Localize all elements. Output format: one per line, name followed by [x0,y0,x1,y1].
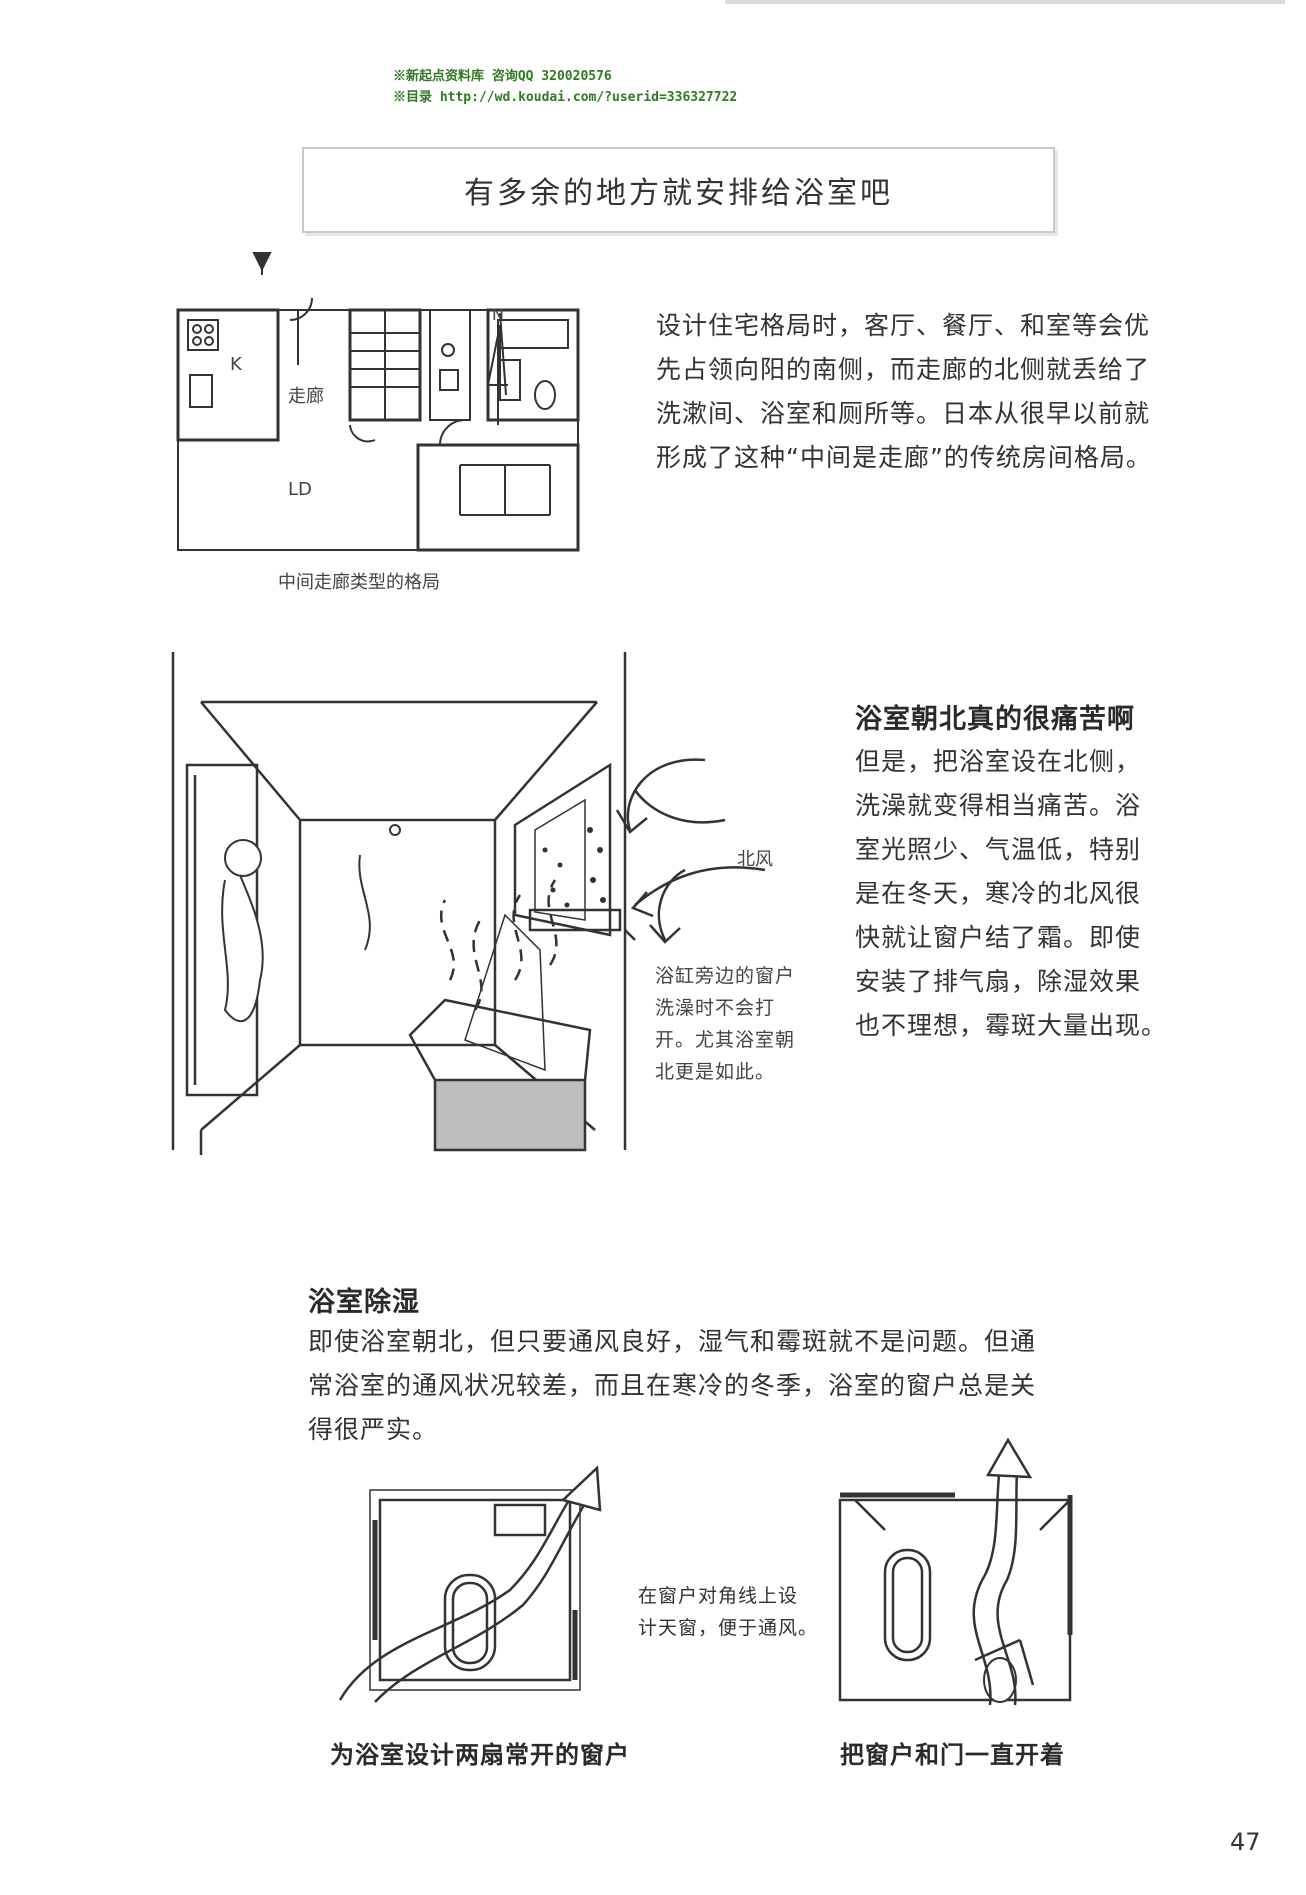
intro-line: 洗漱间、浴室和厕所等。日本从很早以前就 [656,399,1151,428]
skylight-note: 在窗户对角线上设 计天窗，便于通风。 [638,1580,818,1644]
north-body-line: 室光照少、气温低，特别 [855,835,1142,864]
dehumid-body-line: 得很严实。 [308,1415,439,1444]
intro-line: 形成了这种“中间是走廊”的传统房间格局。 [656,443,1152,472]
dehumid-body-line: 即使浴室朝北，但只要通风良好，湿气和霉斑就不是问题。但通 [308,1327,1037,1356]
north-body-line: 也不理想，霉斑大量出现。 [855,1011,1168,1040]
tub-window-note-line: 北更是如此。 [655,1061,776,1083]
floorplan-ld-label: LD [288,479,312,500]
north-body-line: 快就让窗户结了霜。即使 [855,923,1142,952]
intro-paragraph: 设计住宅格局时，客厅、餐厅、和室等会优 先占领向阳的南侧，而走廊的北侧就丢给了 … [656,304,1152,480]
window-door-open-diagram [838,1437,1073,1706]
floorplan-k-label: K [230,354,243,375]
window-door-caption: 把窗户和门一直开着 [840,1741,1065,1769]
dehumid-heading: 浴室除湿 [308,1287,420,1318]
floorplan-diagram: K 走廊 LD N [176,252,580,552]
floorplan-corridor-label: 走廊 [288,386,324,407]
tub-window-note: 浴缸旁边的窗户 洗澡时不会打 开。尤其浴室朝 北更是如此。 [655,960,795,1088]
page-title: 有多余的地方就安排给浴室吧 [302,147,1055,233]
page-number: 47 [1230,1828,1261,1856]
skylight-note-line: 计天窗，便于通风。 [638,1617,819,1639]
header-line-2: ※目录 http://wd.koudai.com/?userid=3363277… [393,90,738,105]
intro-line: 设计住宅格局时，客厅、餐厅、和室等会优 [656,311,1151,340]
north-section-heading: 浴室朝北真的很痛苦啊 [855,704,1135,735]
north-body-line: 但是，把浴室设在北侧， [855,747,1142,776]
intro-line: 先占领向阳的南侧，而走廊的北侧就丢给了 [656,355,1151,384]
north-bathroom-illustration: 北风 [171,652,773,1155]
dehumid-body-line: 常浴室的通风状况较差，而且在寒冷的冬季，浴室的窗户总是关 [308,1371,1037,1400]
skylight-note-line: 在窗户对角线上设 [638,1585,799,1607]
north-section-body: 但是，把浴室设在北侧， 洗澡就变得相当痛苦。浴 室光照少、气温低，特别 是在冬天… [855,740,1167,1048]
tub-window-note-line: 开。尤其浴室朝 [655,1029,796,1051]
two-windows-diagram [338,1465,602,1703]
top-rule [725,0,1285,4]
floorplan-north-label: N [492,305,504,324]
north-wind-label: 北风 [737,849,773,870]
north-body-line: 安装了排气扇，除湿效果 [855,967,1142,996]
north-body-line: 是在冬天，寒冷的北风很 [855,879,1142,908]
header-line-1: ※新起点资料库 咨询QQ 320020576 [393,69,612,84]
north-body-line: 洗澡就变得相当痛苦。浴 [855,791,1142,820]
dehumid-body: 即使浴室朝北，但只要通风良好，湿气和霉斑就不是问题。但通 常浴室的通风状况较差，… [308,1320,1036,1452]
two-windows-caption: 为浴室设计两扇常开的窗户 [330,1741,630,1769]
floorplan-caption: 中间走廊类型的格局 [278,572,440,593]
tub-window-note-line: 浴缸旁边的窗户 [655,965,796,987]
tub-window-note-line: 洗澡时不会打 [655,997,776,1019]
